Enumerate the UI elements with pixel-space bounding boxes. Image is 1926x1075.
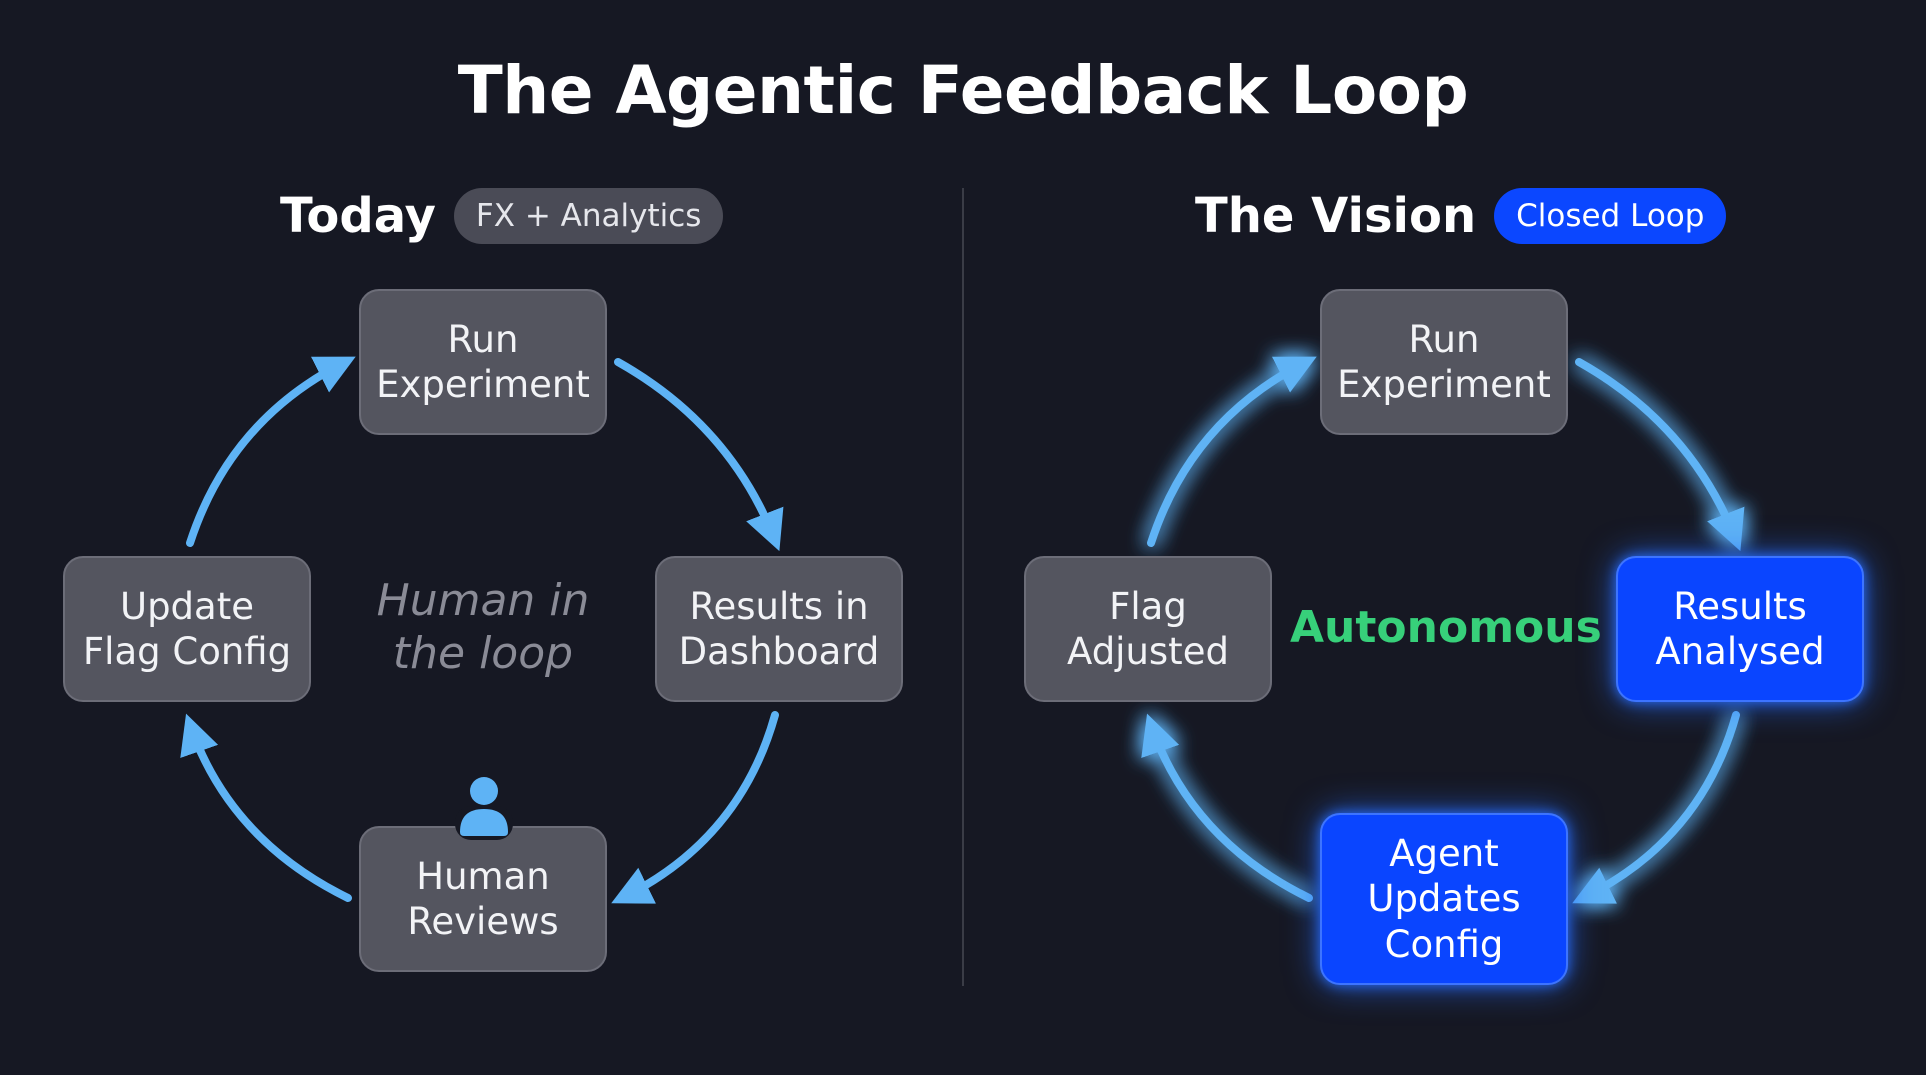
- human-in-the-loop-label: Human in the loop: [376, 575, 590, 679]
- left-panel-badge: FX + Analytics: [453, 188, 724, 244]
- node-results-in-dashboard: Results in Dashboard: [655, 556, 903, 702]
- arrow-results-to-review-left: [611, 711, 779, 904]
- arrow-review-to-update-left: [180, 713, 352, 902]
- panel-divider: [962, 188, 964, 986]
- left-panel-heading: Today: [280, 188, 436, 244]
- left-loop-arrows: [180, 356, 784, 904]
- arrow-results-to-agent-right: [1572, 711, 1740, 904]
- right-loop-arrows: [1141, 356, 1745, 904]
- left-panel-header: Today FX + Analytics: [280, 186, 724, 246]
- node-run-experiment-right: Run Experiment: [1320, 289, 1568, 435]
- node-update-flag-config: Update Flag Config: [63, 556, 311, 702]
- node-agent-updates-config: Agent Updates Config: [1320, 813, 1568, 985]
- person-icon: [455, 777, 513, 840]
- node-flag-adjusted: Flag Adjusted: [1024, 556, 1272, 702]
- arrow-flag-to-run-right: [1147, 356, 1317, 547]
- right-panel-heading: The Vision: [1195, 188, 1477, 244]
- node-results-analysed: Results Analysed: [1616, 556, 1864, 702]
- right-panel-badge: Closed Loop: [1494, 188, 1727, 244]
- right-panel-header: The Vision Closed Loop: [1195, 186, 1727, 246]
- arrow-run-to-results-right: [1575, 358, 1745, 552]
- autonomous-label: Autonomous: [1290, 602, 1602, 653]
- arrow-run-to-results-left: [614, 358, 784, 552]
- page-title: The Agentic Feedback Loop: [457, 52, 1469, 129]
- arrow-update-to-run-left: [186, 356, 356, 547]
- arrow-agent-to-flag-right: [1141, 713, 1313, 902]
- node-human-reviews: Human Reviews: [359, 826, 607, 972]
- node-run-experiment-left: Run Experiment: [359, 289, 607, 435]
